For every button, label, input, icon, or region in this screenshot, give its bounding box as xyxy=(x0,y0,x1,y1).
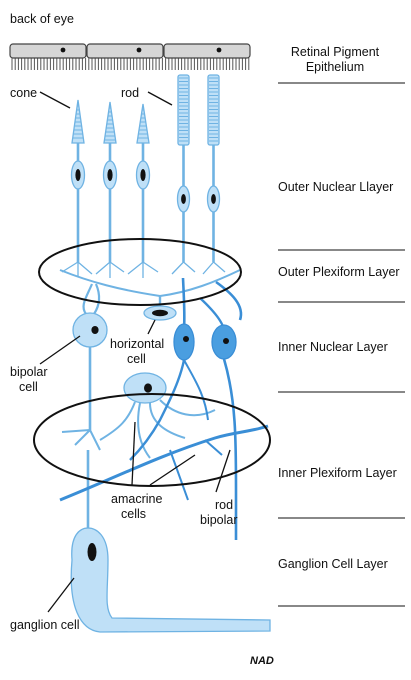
layer-outer-plexiform: Outer Plexiform Layer xyxy=(278,265,400,279)
horizontal-cell-label-line1: horizontal xyxy=(110,337,164,351)
layer-labels: Retinal Pigment Epithelium Outer Nuclear… xyxy=(278,45,405,607)
amacrine-cells-label-line1: amacrine xyxy=(111,492,162,506)
layer-ganglion-cell: Ganglion Cell Layer xyxy=(278,557,388,571)
rod-cell-1 xyxy=(176,74,191,262)
rod-cell-2 xyxy=(206,74,221,262)
cone-cell-2 xyxy=(102,101,118,262)
photoreceptors xyxy=(61,74,226,278)
inner-plexiform-ellipse xyxy=(33,393,271,487)
horizontal-cell-label-line2: cell xyxy=(127,352,146,366)
layer-outer-nuclear: Outer Nuclear Llayer xyxy=(278,180,393,194)
layer-inner-nuclear: Inner Nuclear Layer xyxy=(278,340,388,354)
rod-label: rod xyxy=(121,86,139,100)
layer-retinal-pigment-epithelium-line2: Epithelium xyxy=(306,60,364,74)
bipolar-cell-label-line1: bipolar xyxy=(10,365,48,379)
amacrine-cells-label-line2: cells xyxy=(121,507,146,521)
ganglion-cell-label: ganglion cell xyxy=(10,618,80,632)
ganglion-cell xyxy=(70,527,271,633)
retinal-pigment-epithelium xyxy=(9,43,251,70)
horizontal-cell xyxy=(59,269,241,321)
rod-bipolar-label-line1: rod xyxy=(215,498,233,512)
layer-inner-plexiform: Inner Plexiform Layer xyxy=(278,466,397,480)
rod-bipolar-cells xyxy=(59,277,269,540)
outer-plexiform-ellipse xyxy=(38,238,242,306)
layer-retinal-pigment-epithelium-line1: Retinal Pigment xyxy=(291,45,380,59)
back-of-eye-label: back of eye xyxy=(10,12,74,26)
artist-signature: NAD xyxy=(250,655,274,667)
rod-bipolar-label-line2: bipolar xyxy=(200,513,238,527)
bipolar-cell-label-line2: cell xyxy=(19,380,38,394)
amacrine-cell xyxy=(99,372,216,459)
cone-cell-3 xyxy=(135,103,151,262)
label-leader-lines xyxy=(39,91,231,613)
cone-label: cone xyxy=(10,86,37,100)
cone-cell-1 xyxy=(70,99,86,262)
